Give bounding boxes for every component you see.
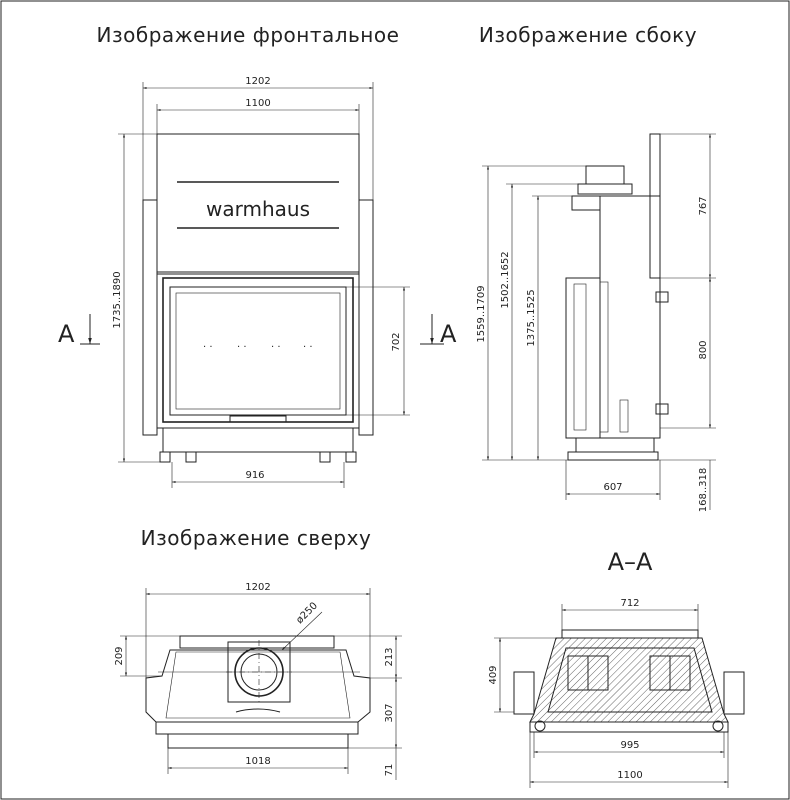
side-base [575, 437, 655, 453]
door-glass [169, 286, 347, 416]
dim-line-diameter [281, 611, 323, 651]
top-view-title: Изображение сверху [141, 526, 372, 550]
glass-markers: · · · · · · · · [203, 342, 313, 353]
dim-top-base-width: 1018 [245, 756, 270, 767]
front-view: warmhaus · · · · · · · · 1202 1100 [58, 76, 457, 488]
section-left-wing [513, 671, 535, 715]
side-flue-collar [577, 183, 633, 195]
side-inner [599, 281, 609, 433]
firebox-frame [156, 271, 360, 429]
side-flue [585, 165, 625, 185]
svg-text:· ·: · · [237, 342, 247, 353]
dim-top-right-2: 307 [384, 703, 395, 722]
top-front-base [167, 733, 349, 749]
dim-side-h2: 1502..1652 [500, 251, 511, 308]
firebox-door [162, 277, 354, 423]
section-marker-right: А [440, 320, 457, 348]
svg-text:· ·: · · [203, 342, 213, 353]
side-bracket-top [655, 291, 669, 303]
side-door [565, 277, 601, 439]
side-view-title: Изображение сбоку [479, 23, 697, 47]
side-view: 1559..1709 1502..1652 1375..1525 767 800… [476, 133, 716, 513]
dim-top-diameter: ø250 [294, 601, 320, 627]
section-insulation [529, 637, 729, 723]
dim-side-mid: 800 [698, 340, 709, 359]
door-handle [229, 415, 287, 423]
dim-glass-height: 702 [391, 332, 402, 351]
section-view: 712 409 995 1100 [488, 598, 745, 788]
side-foot [567, 451, 659, 461]
dim-section-outer: 1100 [617, 770, 642, 781]
dim-section-top: 712 [620, 598, 639, 609]
section-title: А–А [608, 548, 653, 576]
front-leg-right-2 [319, 451, 331, 463]
section-bolt-left [534, 720, 546, 732]
dim-height: 1735..1890 [112, 271, 123, 328]
dim-side-h1: 1559..1709 [476, 285, 487, 342]
front-leg-left [159, 451, 171, 463]
front-leg-left-2 [185, 451, 197, 463]
side-bracket-bottom [655, 403, 669, 415]
dim-side-legs: 168..318 [698, 468, 709, 513]
section-base [529, 721, 729, 733]
dim-top-width: 1202 [245, 582, 270, 593]
side-door-glass [573, 283, 587, 431]
brand-logo: warmhaus [206, 197, 310, 221]
svg-text:· ·: · · [303, 342, 313, 353]
front-left-rail [142, 199, 158, 436]
svg-text:· ·: · · [271, 342, 281, 353]
side-top-cap [571, 195, 601, 211]
dim-side-depth: 607 [603, 482, 622, 493]
side-handle [619, 399, 629, 433]
dim-section-height: 409 [488, 665, 499, 684]
side-back-panel [649, 133, 661, 279]
section-right-wing [723, 671, 745, 715]
dim-glass-width: 916 [245, 470, 264, 481]
dim-section-inner: 995 [620, 740, 639, 751]
section-chamber [547, 647, 713, 713]
dim-top-right-1: 213 [384, 647, 395, 666]
top-handle [235, 708, 281, 713]
door-glass-inner [175, 292, 341, 410]
dim-top-left: 209 [114, 646, 125, 665]
front-view-title: Изображение фронтальное [97, 23, 400, 47]
dim-width-inner: 1100 [245, 98, 270, 109]
section-bolt-right [712, 720, 724, 732]
dim-side-top: 767 [698, 196, 709, 215]
section-marker-left: А [58, 320, 75, 348]
front-leg-right [345, 451, 357, 463]
dim-top-base-depth: 71 [384, 764, 395, 777]
top-view: 1202 ø250 209 213 307 71 1018 [114, 582, 402, 780]
front-right-rail [358, 199, 374, 436]
side-body [599, 195, 661, 439]
dim-side-h3: 1375..1525 [526, 289, 537, 346]
top-inner-outline [165, 651, 351, 719]
top-front-door [155, 721, 359, 735]
front-base [162, 427, 354, 453]
section-top-cap [561, 629, 699, 639]
dim-width-outer: 1202 [245, 76, 270, 87]
top-outline [145, 649, 371, 723]
